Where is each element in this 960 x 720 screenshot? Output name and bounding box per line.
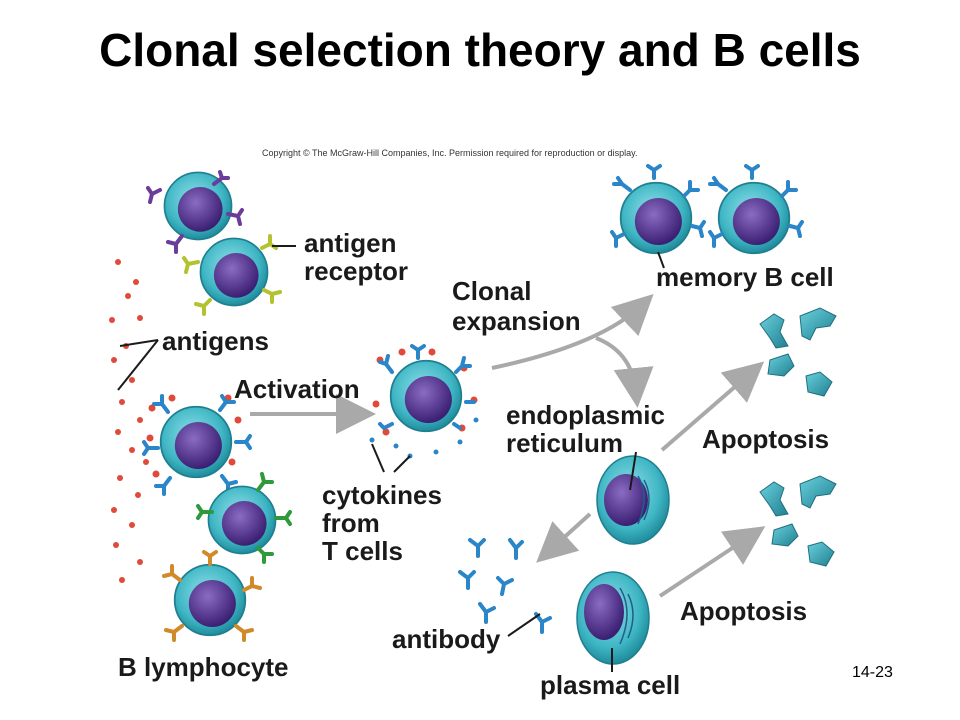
- label-antibody: antibody: [392, 624, 501, 654]
- antigen-dots: [109, 259, 478, 583]
- label-cytokines-line1: cytokines: [322, 480, 442, 510]
- copyright-notice: Copyright © The McGraw-Hill Companies, I…: [262, 148, 638, 158]
- clonal-expansion-arrow-memory: [491, 293, 654, 370]
- label-endoplasmic-line1: endoplasmic: [506, 400, 665, 430]
- label-plasma-cell: plasma cell: [540, 670, 680, 700]
- b-cell-yellow: [182, 234, 282, 316]
- label-cytokines-line3: T cells: [322, 536, 403, 566]
- b-cell-blue-left: [142, 394, 252, 496]
- label-activation: Activation: [234, 374, 360, 404]
- leader-lines: [117, 245, 665, 672]
- label-b-lymphocyte: B lymphocyte: [118, 652, 289, 682]
- free-antibodies: [458, 538, 552, 634]
- activated-b-cell: [378, 344, 476, 433]
- label-apoptosis-lower: Apoptosis: [680, 596, 807, 626]
- label-cytokines-line2: from: [322, 508, 380, 538]
- label-memory-b-cell: memory B cell: [656, 262, 834, 292]
- memory-b-cell-1: [610, 164, 706, 255]
- slide-number: 14-23: [852, 664, 893, 681]
- label-endoplasmic-line2: reticulum: [506, 428, 623, 458]
- plasma-cell-upper: [596, 455, 670, 545]
- apoptotic-fragments-lower: [759, 475, 837, 567]
- diagram-labels: antigen receptor antigens Activation Clo…: [118, 228, 834, 700]
- label-apoptosis-upper: Apoptosis: [702, 424, 829, 454]
- apoptosis-arrow-2: [658, 526, 766, 598]
- apoptotic-fragments-upper: [759, 307, 837, 397]
- label-antigen-receptor-line2: receptor: [304, 256, 408, 286]
- label-clonal-expansion-line1: Clonal: [452, 276, 531, 306]
- label-clonal-expansion-line2: expansion: [452, 306, 581, 336]
- b-cell-orange: [162, 550, 262, 642]
- b-cell-green: [196, 472, 292, 564]
- label-antigens: antigens: [162, 326, 269, 356]
- page-title: Clonal selection theory and B cells: [99, 24, 861, 76]
- b-cell-purple: [146, 170, 244, 254]
- clonal-expansion-arrow-plasma: [595, 336, 654, 408]
- antibody-arrow: [536, 512, 592, 563]
- memory-b-cell-2: [708, 164, 804, 255]
- process-arrows: [250, 293, 766, 598]
- apoptosis-arrow-1: [660, 361, 765, 452]
- plasma-cell-lower: [576, 571, 650, 665]
- label-antigen-receptor-line1: antigen: [304, 228, 396, 258]
